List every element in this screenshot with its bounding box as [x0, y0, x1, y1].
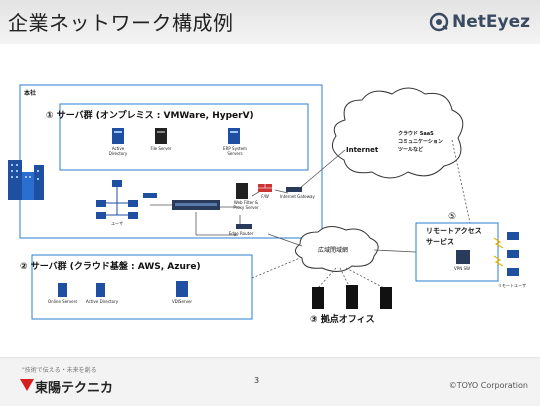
firewall-icon: [258, 184, 272, 192]
branch-building-icons: [312, 285, 392, 309]
server-label-active-directory: Active Directory: [108, 146, 128, 156]
line-wan-remote: [373, 249, 417, 253]
remote-access-line-1: リモートアクセス: [426, 227, 482, 235]
wan-label: 広域閉域網: [318, 247, 349, 254]
cloud-server-box: [31, 254, 253, 320]
server-icon-erp: [228, 128, 240, 144]
saas-line-1: クラウド SaaS: [398, 131, 434, 137]
remote-user-label: リモートユーザ: [498, 283, 526, 288]
wan-cloud: [295, 226, 379, 272]
cloud-server-group-label: ② サーバ群 (クラウド基盤 : AWS, Azure): [20, 262, 201, 272]
copyright-text: ©TOYO Corporation: [448, 381, 528, 390]
branch-office-label: ③ 拠点オフィス: [310, 315, 375, 325]
lan-tree: [106, 187, 128, 216]
vpn-label: VPN SW: [454, 266, 470, 271]
proxy-server-icon: [236, 183, 248, 199]
server-label-file-server: File Server: [150, 146, 172, 151]
user-pc-icons: [96, 180, 138, 219]
server-icon-active-directory: [112, 128, 124, 144]
internet-gateway-label: Internet Gateway: [280, 194, 315, 199]
cloud-server-label-online: Online Servers: [48, 299, 78, 304]
hq-label: 本社: [24, 90, 37, 97]
remote-number: ⑤: [448, 212, 457, 222]
user-label: ユーザ: [111, 221, 123, 226]
line-edge-wan: [267, 233, 303, 247]
saas-line-3: ツールなど: [398, 147, 424, 153]
neteyez-logo-icon: [429, 12, 449, 32]
slide-title: 企業ネットワーク構成例: [8, 11, 234, 35]
line-wan-branch1: [317, 267, 337, 289]
line-fw-gateway: [274, 189, 289, 194]
slide-header: [0, 0, 540, 44]
company-tagline: "技術で伝える・未来を創る: [22, 367, 97, 374]
line-gateway-internet: [299, 149, 346, 189]
hub-icon: [143, 193, 157, 198]
server-icon-vdi: [176, 281, 188, 297]
onprem-server-box: [59, 103, 309, 171]
toyo-logo-icon: [20, 379, 34, 391]
server-icon-file-server: [155, 128, 167, 144]
line-cloud-wan: [251, 257, 301, 279]
server-icon-online: [58, 283, 67, 297]
fw-label: F/W: [261, 194, 269, 199]
cloud-server-label-ad: Active Directory: [86, 299, 119, 304]
neteyez-logo: NetEyez: [429, 10, 530, 34]
server-icon-cloud-ad: [96, 283, 105, 297]
server-label-erp: ERP System Servers: [223, 146, 247, 156]
remote-access-label: リモートアクセス サービス: [426, 226, 482, 248]
saas-label: クラウド SaaS コミュニケーション ツールなど: [398, 130, 443, 154]
page-number: 3: [254, 376, 260, 385]
internet-gateway-icon: [286, 187, 302, 192]
vpn-switch-icon: [456, 250, 470, 264]
network-diagram: [8, 84, 519, 320]
remote-user-pc-icons: [507, 232, 519, 276]
internet-label: Internet: [346, 146, 379, 154]
logo-text: NetEyez: [451, 12, 530, 32]
edge-router-label: Edge Router: [228, 231, 254, 236]
edge-router-icon: [236, 224, 252, 229]
lightning-icons: [493, 237, 504, 267]
internet-cloud: [331, 87, 464, 179]
slide-footer: [0, 357, 540, 406]
web-filter-label: Web Filter & Proxy Server: [233, 200, 259, 210]
company-name: 東陽テクニカ: [35, 381, 114, 396]
line-wan-branch3: [345, 267, 385, 289]
saas-line-2: コミュニケーション: [398, 139, 443, 145]
onprem-server-group-label: ① サーバ群 (オンプレミス : VMWare, HyperV): [46, 111, 254, 121]
hq-building-icon: [8, 160, 44, 200]
remote-access-line-2: サービス: [426, 238, 454, 246]
cloud-server-label-vdi: VDIServer: [171, 299, 193, 304]
